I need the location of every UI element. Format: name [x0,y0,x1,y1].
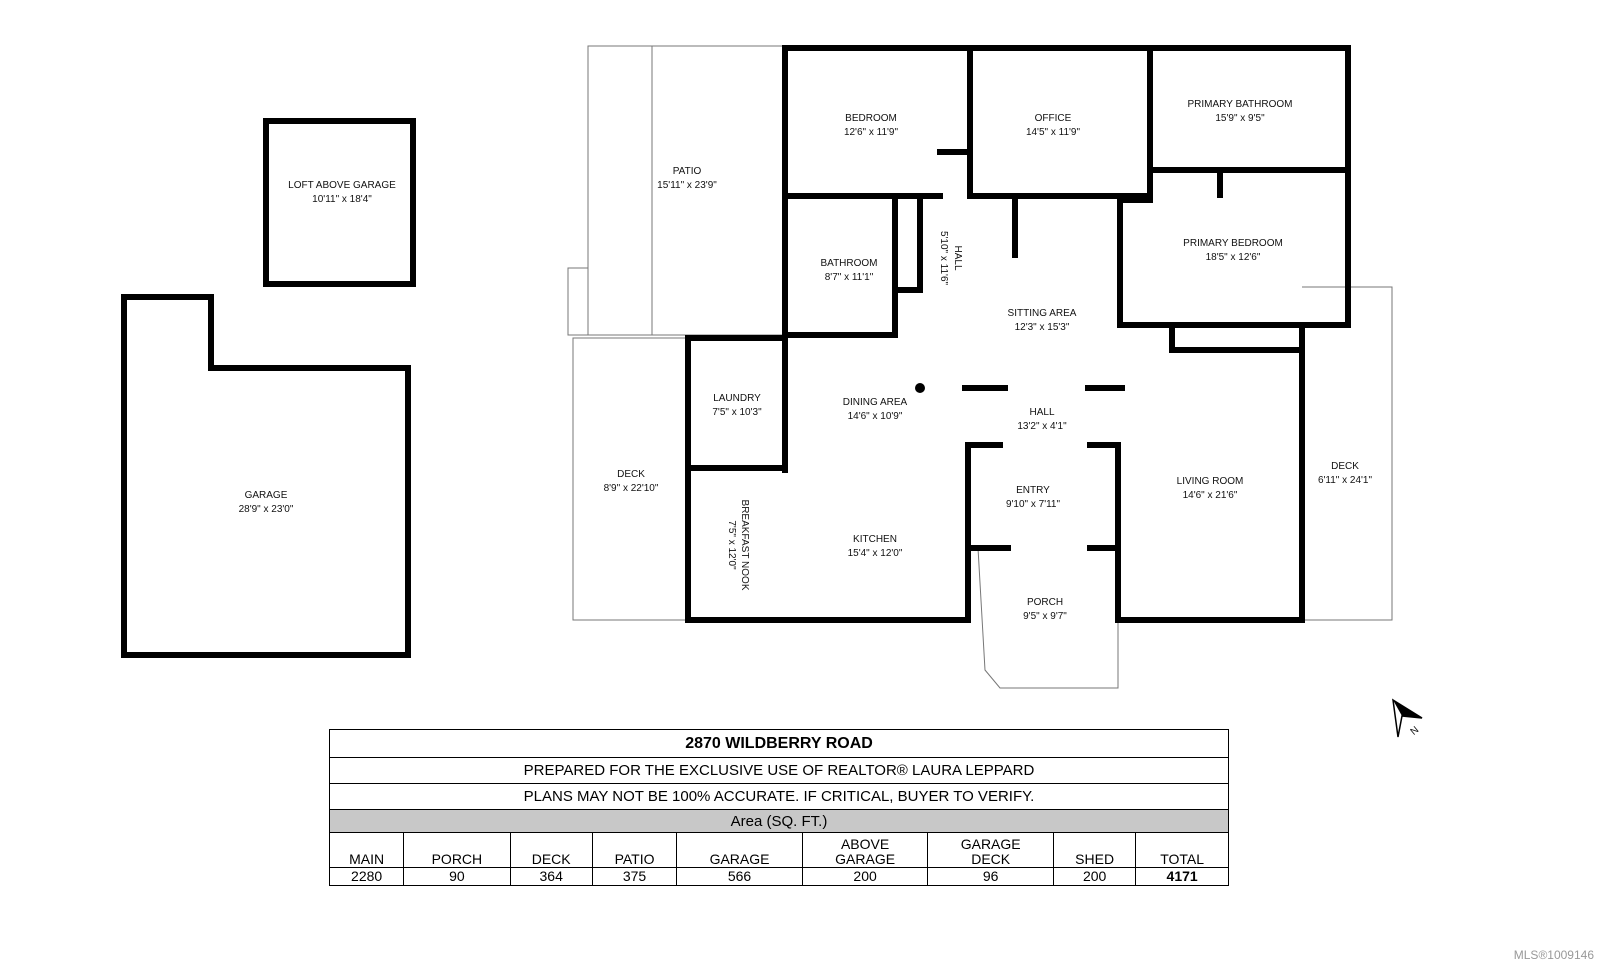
area-column-header: MAIN [328,832,405,868]
area-value: 96 [927,867,1054,886]
room-name: SITTING AREA [1008,308,1077,319]
room-name: OFFICE [1035,113,1072,124]
room-size: 12'6" x 11'9" [844,127,899,138]
area-value: 90 [403,867,511,886]
area-value: 364 [509,867,593,886]
header-line: TOTAL [1160,851,1205,867]
room-name: DECK [1331,461,1359,472]
room-size: 14'6" x 10'9" [848,411,903,422]
room-name: LIVING ROOM [1177,476,1244,487]
prepared-for: PREPARED FOR THE EXCLUSIVE USE OF REALTO… [329,757,1229,784]
area-column-header: PORCH [403,832,511,868]
area-column-header: SHED [1052,832,1137,868]
header-line: MAIN [349,851,385,867]
room-size: 18'5" x 12'6" [1206,252,1261,263]
room-size: 9'10" x 7'11" [1006,499,1061,510]
garage-walls [121,294,411,658]
room-name: DINING AREA [843,397,908,408]
room-size: 15'11" x 23'9" [657,180,717,191]
room-size: 6'11" x 24'1" [1318,475,1373,486]
room-name: PORCH [1027,597,1063,608]
compass-label: N [1409,725,1422,738]
room-name: ENTRY [1016,485,1050,496]
header-line: GARAGE [709,851,770,867]
header-line: GARAGE [835,851,896,867]
header-line: SHED [1075,851,1115,867]
room-name: KITCHEN [853,534,897,545]
room-size: 7'5" x 12'0" [726,520,737,570]
outdoor-outlines [567,45,1393,689]
room-size: 12'3" x 15'3" [1015,322,1070,333]
house-walls [685,45,1351,623]
area-column-header: GARAGE [676,832,803,868]
room-size: 8'7" x 11'1" [825,272,874,283]
disclaimer: PLANS MAY NOT BE 100% ACCURATE. IF CRITI… [329,783,1229,810]
room-name: HALL [952,245,963,270]
area-value: 375 [591,867,678,886]
loft-walls [263,118,416,287]
room-labels: LOFT ABOVE GARAGE 10'11" x 18'4" GARAGE … [239,99,1373,622]
header-line: DECK [531,851,571,867]
north-arrow-icon: N [1392,698,1423,738]
area-legend-table: 2870 WILDBERRY ROAD PREPARED FOR THE EXC… [328,729,1229,886]
header-line: DECK [971,851,1011,867]
room-name: DECK [617,469,645,480]
header-line: PATIO [614,851,655,867]
room-size: 13'2" x 4'1" [1017,421,1067,432]
room-name: PRIMARY BEDROOM [1183,238,1283,249]
room-size: 14'6" x 21'6" [1183,490,1238,501]
area-value: 2280 [328,867,405,886]
room-size: 9'5" x 9'7" [1023,611,1067,622]
header-line: PORCH [431,851,483,867]
header-line: GARAGE [960,836,1021,852]
room-name: PATIO [673,166,702,177]
room-name: LOFT ABOVE GARAGE [288,180,396,191]
area-value: 4171 [1135,867,1229,886]
area-column-header: TOTAL [1135,832,1229,868]
room-size: 10'11" x 18'4" [312,194,372,205]
area-value: 200 [1052,867,1137,886]
room-name: BEDROOM [845,113,897,124]
room-name: LAUNDRY [713,393,761,404]
room-size: 5'10" x 11'6" [938,231,949,286]
area-value: 566 [676,867,803,886]
address-title: 2870 WILDBERRY ROAD [329,729,1229,758]
room-size: 15'9" x 9'5" [1215,113,1265,124]
room-size: 14'5" x 11'9" [1026,127,1081,138]
room-size: 28'9" x 23'0" [239,504,294,515]
room-name: HALL [1029,407,1054,418]
mls-watermark: MLS®1009146 [1513,948,1594,962]
header-line: ABOVE [840,836,890,852]
area-value: 200 [801,867,929,886]
area-title: Area (SQ. FT.) [329,809,1229,833]
room-size: 15'4" x 12'0" [848,548,903,559]
area-column-header: PATIO [591,832,678,868]
room-size: 7'5" x 10'3" [712,407,762,418]
room-name: GARAGE [245,490,288,501]
area-column-header: DECK [509,832,593,868]
room-name: BATHROOM [820,258,877,269]
room-name: PRIMARY BATHROOM [1187,99,1292,110]
room-name: BREAKFAST NOOK [739,500,750,591]
room-size: 8'9" x 22'10" [604,483,659,494]
